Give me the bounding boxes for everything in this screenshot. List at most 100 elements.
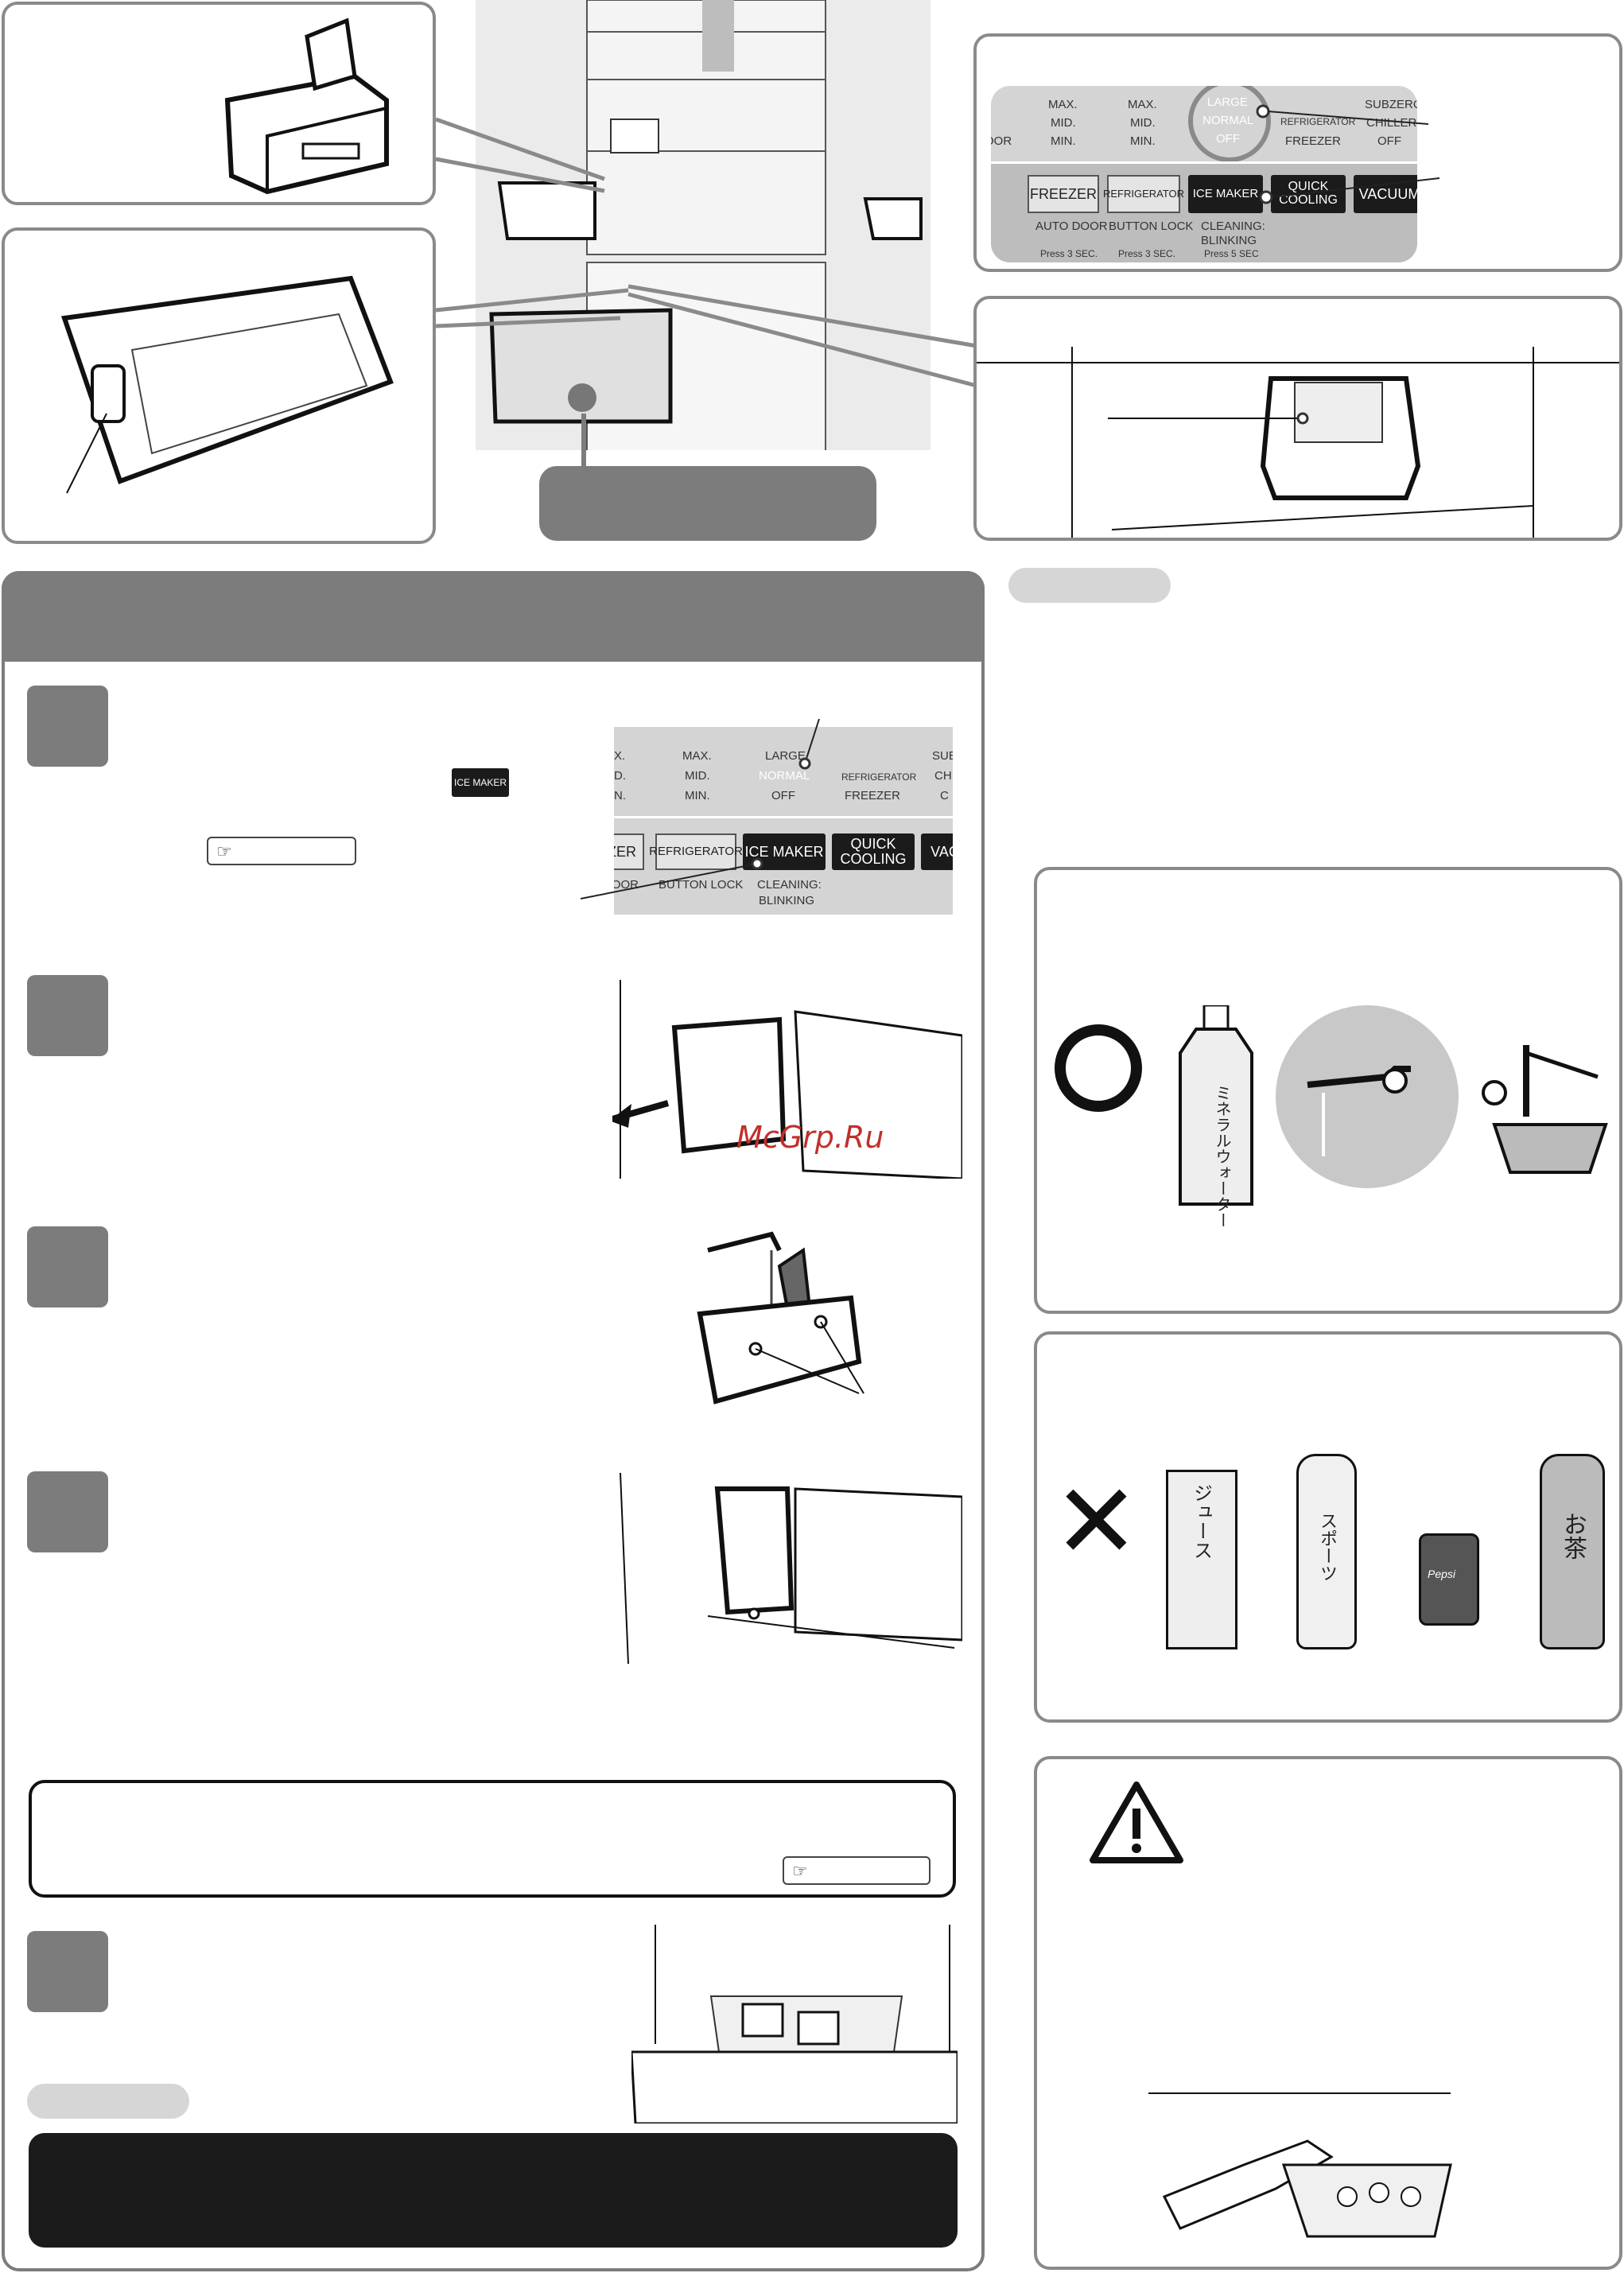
- button-lock-label: BUTTON LOCK: [1109, 220, 1194, 233]
- control-panel-callout: OOR MAX. MID. MIN. MAX. MID. MIN. LARGE …: [973, 33, 1622, 272]
- step-1-number: [27, 686, 108, 767]
- quick-cooling-button[interactable]: QUICK COOLING: [1271, 175, 1346, 213]
- refrigerator-illustration: [476, 0, 930, 454]
- s1-dial-large: LARGE: [765, 749, 806, 763]
- sports-label: スポーツ: [1317, 1512, 1337, 1582]
- press-5sec: Press 5 SEC: [1204, 248, 1259, 259]
- s1-quick-cooling-button[interactable]: QUICK COOLING: [832, 833, 915, 870]
- cleaning-label: CLEANING:: [1201, 220, 1265, 233]
- col1-mid: MID.: [1051, 116, 1076, 130]
- col1-min: MIN.: [1051, 134, 1076, 148]
- page-reference-box-2: ☞: [783, 1856, 930, 1885]
- s1-c3-bottom: FREEZER: [845, 789, 901, 802]
- note-label-pill: [1008, 568, 1171, 603]
- col4-bottom: OFF: [1377, 134, 1401, 148]
- ice-maker-tray-illustration: [977, 347, 1619, 538]
- s1-blinking-label: BLINKING: [759, 894, 815, 907]
- note-box: [29, 1780, 956, 1898]
- col0-min: OOR: [991, 134, 1012, 148]
- step1-leader-lines: [581, 718, 820, 899]
- s1-c2-min: MIN.: [685, 789, 710, 802]
- tea-bottle-illustration: お茶: [1540, 1454, 1605, 1649]
- unusable-drinks-box: ✕ ジュース スポーツ Pepsi お茶: [1034, 1331, 1622, 1723]
- press-3sec-2: Press 3 SEC.: [1118, 248, 1176, 259]
- ice-tray-illustration: [60, 275, 394, 494]
- s1-freezer-button[interactable]: ZER: [614, 833, 644, 870]
- callout-leader-lines: [435, 117, 977, 388]
- important-notice-bar: [29, 2133, 958, 2248]
- s1-c3-top: REFRIGERATOR: [841, 771, 917, 783]
- mineral-water-label: ミネラルウォーター: [1213, 1085, 1232, 1228]
- col2-mid: MID.: [1130, 116, 1156, 130]
- page-reference-box-1: ☞: [207, 837, 356, 865]
- s1-dial-normal: NORMAL: [759, 769, 810, 783]
- water-tank-illustration: [224, 17, 389, 195]
- ice-size-dial[interactable]: [1188, 86, 1271, 162]
- caution-label-pill: [27, 2084, 189, 2119]
- warning-box: [1034, 1756, 1622, 2270]
- can-label: Pepsi: [1428, 1568, 1456, 1580]
- panel-divider: [991, 161, 1417, 164]
- ok-circle-icon: [1055, 1024, 1142, 1112]
- ice-container-illustration: [631, 1925, 958, 2123]
- pointing-hand-icon: ☞: [216, 841, 232, 861]
- s1-c2-max: MAX.: [682, 749, 712, 763]
- s1-button-lock-label: BUTTON LOCK: [659, 878, 744, 892]
- step-5-number: [27, 1931, 108, 2012]
- dial-large: LARGE: [1207, 95, 1248, 109]
- s1-c4-top: SUB: [932, 749, 953, 763]
- col2-min: MIN.: [1130, 134, 1156, 148]
- ice-maker-tank-callout: [2, 2, 436, 205]
- ng-cross-icon: ✕: [1053, 1463, 1140, 1579]
- step1-control-panel: X. D. N. MAX. MID. MIN. LARGE NORMAL OFF…: [614, 727, 953, 915]
- s1-c2-mid: MID.: [685, 769, 710, 783]
- ice-container-label-box: [539, 466, 876, 541]
- s1-dial-off: OFF: [771, 789, 795, 802]
- blinking-label: BLINKING: [1201, 234, 1257, 247]
- s1-cleaning-label: CLEANING:: [757, 878, 822, 892]
- step-3-number: [27, 1226, 108, 1307]
- tea-label: お茶: [1559, 1512, 1587, 1560]
- usable-water-box: ミネラルウォーター: [1034, 867, 1622, 1314]
- dial-normal: NORMAL: [1202, 114, 1254, 127]
- s1-c1-min: N.: [614, 789, 626, 802]
- s1-vacuum-button[interactable]: VAC: [921, 833, 953, 870]
- tap-water-illustration: [1276, 1005, 1459, 1188]
- ice-maker-detail-callout: [973, 296, 1622, 541]
- hand-in-ice-bin-illustration: [1148, 2092, 1452, 2238]
- freezer-button[interactable]: FREEZER: [1028, 175, 1099, 213]
- mineral-water-bottle-illustration: [1179, 1005, 1253, 1206]
- well-pump-illustration: [1482, 1045, 1608, 1174]
- main-section-header: [2, 571, 985, 662]
- juice-label: ジュース: [1190, 1483, 1213, 1560]
- ice-maker-button[interactable]: ICE MAKER: [1188, 175, 1263, 213]
- sports-bottle-illustration: スポーツ: [1296, 1454, 1357, 1649]
- tank-removal-illustration: [612, 980, 962, 1179]
- step-4-number: [27, 1471, 108, 1552]
- warning-triangle-icon: [1090, 1781, 1183, 1863]
- ice-maker-button-chip: ICE MAKER: [452, 768, 509, 797]
- panel-leader-lines: [1256, 104, 1440, 204]
- press-3sec-1: Press 3 SEC.: [1040, 248, 1098, 259]
- dial-off: OFF: [1216, 132, 1240, 146]
- leader-line: [581, 414, 586, 469]
- pointing-hand-icon: ☞: [792, 1861, 808, 1881]
- step-2-number: [27, 975, 108, 1056]
- s1-c1-mid: D.: [614, 769, 626, 783]
- ice-tray-callout: [2, 227, 436, 544]
- col4-top: SUBZERO: [1365, 98, 1417, 111]
- tank-fill-illustration: [697, 1231, 864, 1405]
- s1-c4-bottom: C: [940, 789, 949, 802]
- s1-c4-mid: CH: [934, 769, 952, 783]
- s1-refrigerator-button[interactable]: REFRIGERATOR: [649, 833, 743, 870]
- control-panel: OOR MAX. MID. MIN. MAX. MID. MIN. LARGE …: [991, 86, 1417, 262]
- s1-c1-max: X.: [614, 749, 626, 763]
- col3-bottom: FREEZER: [1285, 134, 1342, 148]
- juice-carton-illustration: ジュース: [1166, 1470, 1237, 1649]
- col2-max: MAX.: [1128, 98, 1157, 111]
- tank-install-illustration: [620, 1473, 962, 1664]
- auto-door-label: AUTO DOOR: [1035, 220, 1108, 233]
- watermark: McGrp.Ru: [736, 1120, 884, 1155]
- refrigerator-button[interactable]: REFRIGERATOR: [1103, 175, 1184, 213]
- col3-top: REFRIGERATOR: [1280, 116, 1356, 127]
